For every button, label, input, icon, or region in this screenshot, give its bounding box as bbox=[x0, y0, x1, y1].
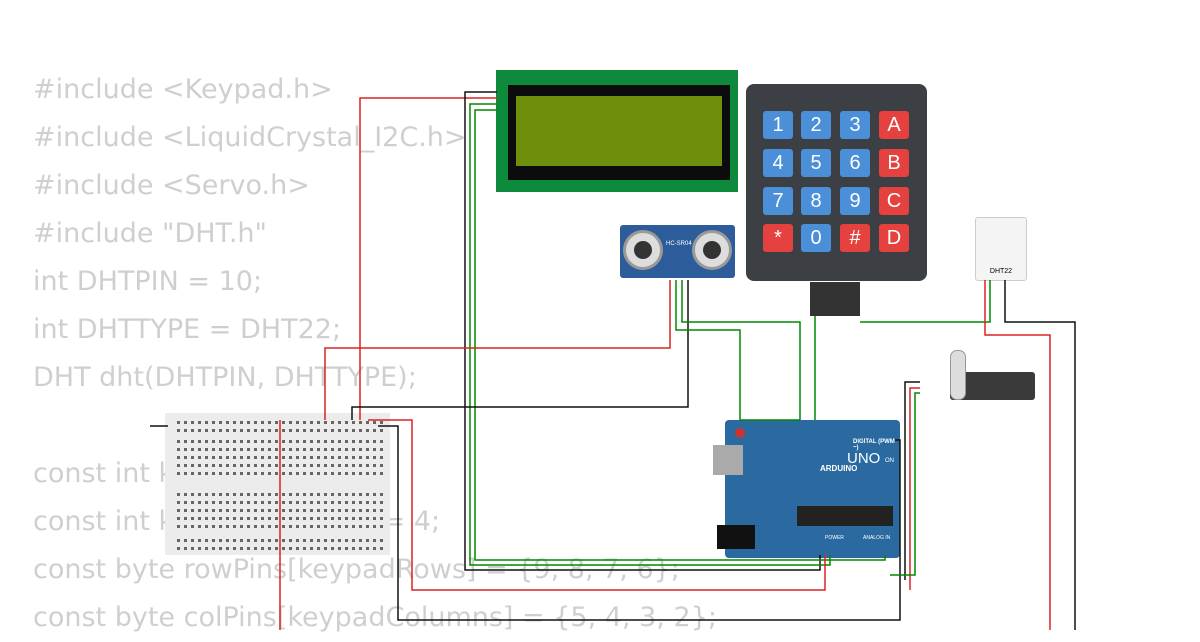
keypad-key[interactable]: 7 bbox=[763, 187, 793, 215]
servo-horn bbox=[950, 350, 966, 400]
keypad-key[interactable]: 2 bbox=[801, 111, 831, 139]
dht22-sensor[interactable]: DHT22 bbox=[975, 217, 1027, 281]
keypad-key[interactable]: 3 bbox=[840, 111, 870, 139]
code-line: DHT dht(DHTPIN, DHTTYPE); bbox=[33, 362, 417, 393]
keypad-key[interactable]: C bbox=[879, 187, 909, 215]
on-label: ON bbox=[885, 458, 894, 464]
keypad-key[interactable]: D bbox=[879, 224, 909, 252]
keypad-key[interactable]: # bbox=[840, 224, 870, 252]
code-line: #include <LiquidCrystal_I2C.h> bbox=[33, 122, 467, 153]
code-line: #include <Servo.h> bbox=[33, 170, 310, 201]
servo-motor[interactable] bbox=[950, 350, 1035, 400]
microcontroller-chip bbox=[797, 506, 893, 526]
keypad-key[interactable]: A bbox=[879, 111, 909, 139]
usb-port bbox=[713, 445, 743, 475]
keypad-key[interactable]: 6 bbox=[840, 149, 870, 177]
keypad-key[interactable]: 4 bbox=[763, 149, 793, 177]
power-jack bbox=[717, 525, 755, 549]
lcd-display[interactable] bbox=[496, 70, 738, 192]
model-label: UNO bbox=[847, 450, 881, 467]
sensor-label: HC-SR04 bbox=[666, 241, 692, 247]
keypad-key[interactable]: 1 bbox=[763, 111, 793, 139]
lcd-screen bbox=[516, 96, 722, 166]
keypad-key[interactable]: 0 bbox=[801, 224, 831, 252]
power-label: POWER bbox=[825, 535, 844, 541]
keypad-key[interactable]: B bbox=[879, 149, 909, 177]
analog-label: ANALOG IN bbox=[863, 535, 891, 541]
code-line: int DHTPIN = 10; bbox=[33, 266, 263, 297]
ultrasonic-sensor[interactable]: HC-SR04 bbox=[620, 225, 735, 278]
transducer-left bbox=[623, 230, 663, 270]
code-line: #include <Keypad.h> bbox=[33, 74, 333, 105]
code-line: int DHTTYPE = DHT22; bbox=[33, 314, 342, 345]
dht-label: DHT22 bbox=[989, 268, 1013, 275]
breadboard[interactable] bbox=[165, 413, 390, 555]
digital-label: DIGITAL (PWM ~) bbox=[853, 439, 895, 451]
code-line: const byte colPins[keypadColumns] = {5, … bbox=[33, 602, 717, 633]
keypad-key[interactable]: 5 bbox=[801, 149, 831, 177]
keypad-key[interactable]: * bbox=[763, 224, 793, 252]
arduino-uno[interactable]: DIGITAL (PWM ~) ARDUINO UNO ON POWER ANA… bbox=[713, 420, 900, 558]
transducer-right bbox=[692, 230, 732, 270]
brand-label: ARDUINO bbox=[820, 464, 858, 473]
keypad-key[interactable]: 9 bbox=[840, 187, 870, 215]
code-line: #include "DHT.h" bbox=[33, 218, 267, 249]
reset-button[interactable] bbox=[735, 428, 745, 438]
keypad-key[interactable]: 8 bbox=[801, 187, 831, 215]
